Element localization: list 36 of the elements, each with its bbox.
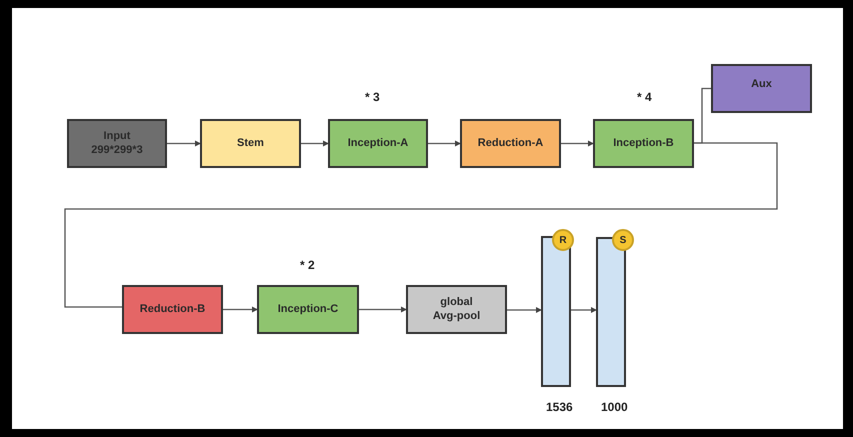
box-label: global Avg-pool xyxy=(432,296,482,324)
repeat-count: * 2 xyxy=(300,258,315,272)
process-box xyxy=(406,285,507,334)
process-box xyxy=(200,119,301,168)
process-box xyxy=(67,119,167,168)
arrow xyxy=(507,307,542,313)
arrow xyxy=(301,140,329,146)
repeat-count: * 3 xyxy=(365,90,380,104)
arrow xyxy=(223,306,258,312)
layer-bar xyxy=(541,236,571,387)
badge-circle: R xyxy=(552,229,574,251)
arrow xyxy=(428,140,461,146)
arrow xyxy=(359,306,407,312)
layer-bar xyxy=(596,237,626,387)
arrow xyxy=(571,307,597,313)
arrow xyxy=(561,140,594,146)
box-label: Inception-B xyxy=(613,136,674,150)
badge-circle: S xyxy=(612,229,634,251)
box-label: Aux xyxy=(751,78,772,92)
process-box xyxy=(328,119,428,168)
process-box xyxy=(460,119,561,168)
unit-count: 1000 xyxy=(601,400,628,414)
box-label: Stem xyxy=(237,136,264,150)
box-label: Inception-A xyxy=(348,136,408,150)
box-label: Input 299*299*3 xyxy=(90,130,144,158)
box-label: Reduction-B xyxy=(140,302,206,316)
box-label: Reduction-A xyxy=(478,136,544,150)
process-box xyxy=(593,119,694,168)
connector-line xyxy=(64,142,778,308)
process-box xyxy=(257,285,359,334)
box-label: Inception-C xyxy=(278,302,338,316)
process-box xyxy=(122,285,223,334)
unit-count: 1536 xyxy=(546,400,573,414)
repeat-count: * 4 xyxy=(637,90,652,104)
process-box xyxy=(711,64,812,113)
arrow xyxy=(167,140,201,146)
